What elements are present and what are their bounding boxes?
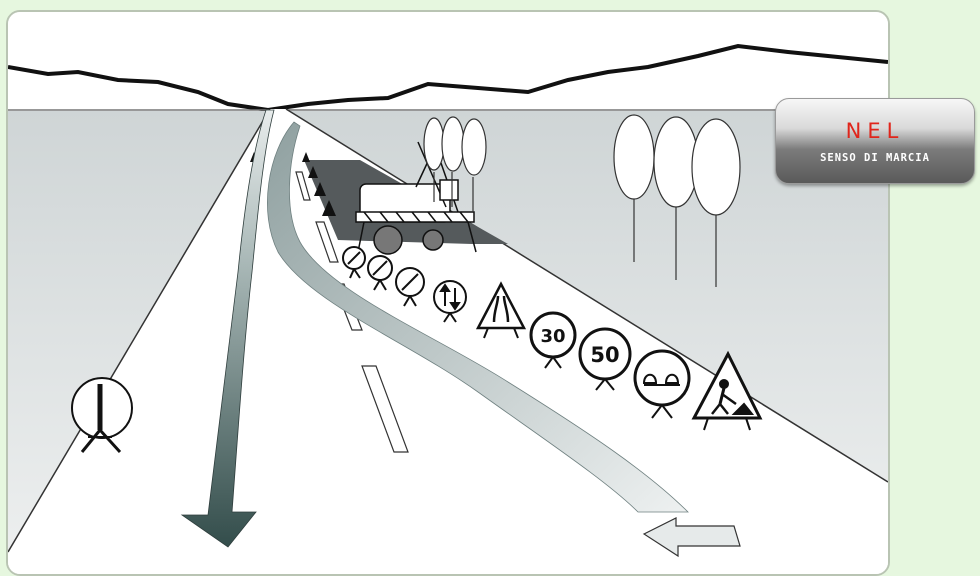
direction-badge: NEL SENSO DI MARCIA — [775, 98, 975, 184]
badge-subtitle: SENSO DI MARCIA — [776, 152, 974, 164]
badge-title: NEL — [776, 119, 974, 143]
roadworks-illustration: 30 50 — [6, 10, 890, 576]
speed-limit-30-label: 30 — [540, 326, 565, 347]
sky — [8, 12, 888, 112]
speed-limit-50-label: 50 — [590, 343, 619, 367]
